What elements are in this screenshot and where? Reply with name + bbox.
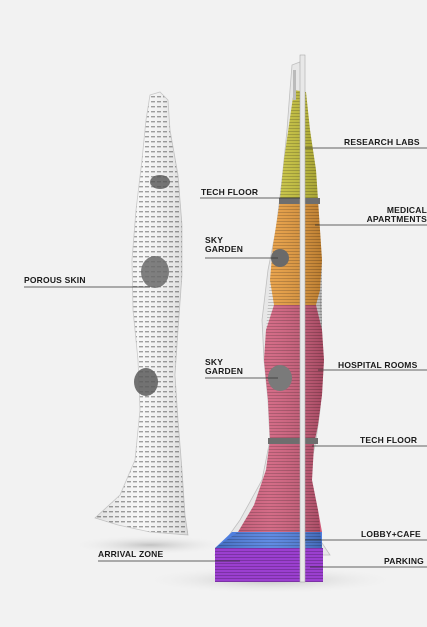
label-sky-garden-lower: SKY GARDEN <box>205 358 243 376</box>
skin-opening-middle <box>141 256 169 288</box>
label-sky-garden-upper: SKY GARDEN <box>205 236 243 254</box>
label-sky-garden-upper-line2: GARDEN <box>205 245 243 254</box>
label-tech-floor-lower: TECH FLOOR <box>360 436 417 445</box>
label-tech-floor-upper: TECH FLOOR <box>201 188 258 197</box>
label-arrival-zone: ARRIVAL ZONE <box>98 550 163 559</box>
tech-floor-upper-band <box>279 198 320 204</box>
label-hospital-rooms: HOSPITAL ROOMS <box>338 361 417 370</box>
skin-opening-lower <box>134 368 158 396</box>
label-medical-apartments: MEDICAL APARTMENTS <box>358 206 427 224</box>
tech-floor-lower-band <box>268 438 318 444</box>
label-medical-apartments-line2: APARTMENTS <box>358 215 427 224</box>
skin-opening-top <box>150 175 170 189</box>
label-porous-skin: POROUS SKIN <box>24 276 86 285</box>
tower-core <box>300 55 305 582</box>
label-parking: PARKING <box>384 557 424 566</box>
label-lobby-cafe: LOBBY+CAFE <box>361 530 421 539</box>
label-sky-garden-lower-line2: GARDEN <box>205 367 243 376</box>
tower <box>215 55 330 582</box>
label-research-labs: RESEARCH LABS <box>344 138 420 147</box>
porous-skin-shell <box>95 92 188 535</box>
